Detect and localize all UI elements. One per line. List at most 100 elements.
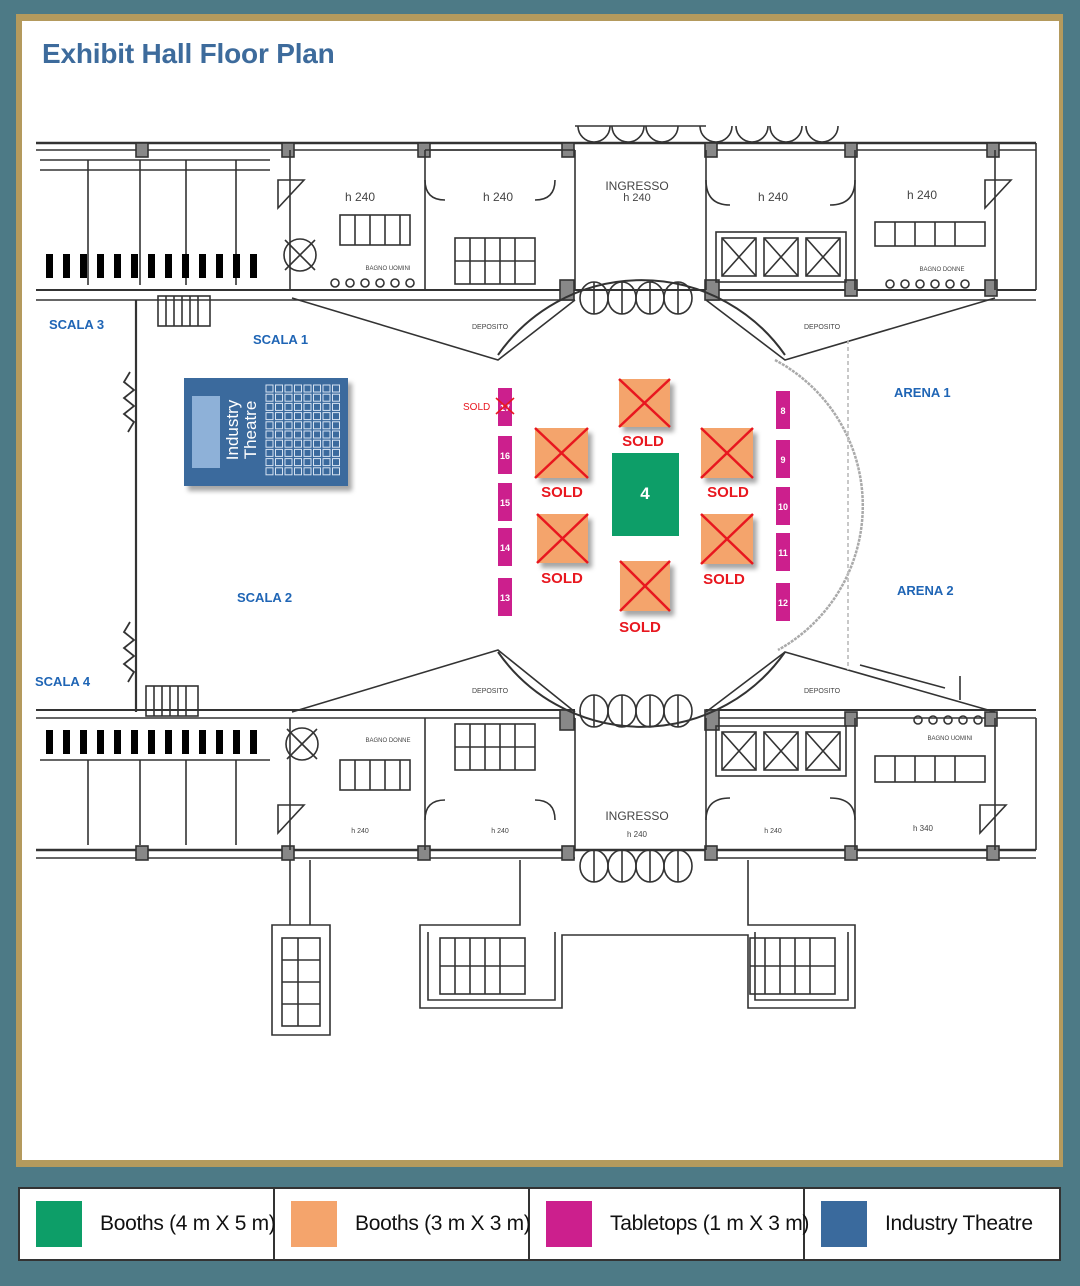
tabletop-number: 15 <box>500 498 510 508</box>
booth-3x3-lower-left[interactable]: SOLD <box>536 513 589 587</box>
tabletop-number: 12 <box>778 598 788 608</box>
theatre-seat <box>303 384 312 393</box>
tabletop-9[interactable]: 9 <box>776 440 790 478</box>
theatre-seat <box>332 430 340 439</box>
theatre-label-line-2: Theatre <box>241 401 260 460</box>
booth-4x5-4[interactable]: 4 <box>612 453 679 536</box>
theatre-seat <box>294 439 302 448</box>
sold-cross <box>536 513 589 564</box>
tabletop-box <box>776 533 790 571</box>
theatre-seat <box>265 421 274 430</box>
tabletop-number: 8 <box>780 406 785 416</box>
tabletop-15[interactable]: 15 <box>498 483 512 521</box>
deposito-label: DEPOSITO <box>804 688 841 695</box>
legend-label: Industry Theatre <box>885 1212 1033 1235</box>
theatre-seat <box>332 384 340 393</box>
theatre-seat <box>284 402 293 411</box>
sold-label: SOLD <box>703 571 745 588</box>
area-labels: SCALA 3 SCALA 1 SCALA 2 SCALA 4 ARENA 1 … <box>35 317 954 689</box>
theatre-seat <box>332 448 340 457</box>
theatre-seat <box>265 430 274 439</box>
legend-label: Booths (3 m X 3 m) <box>355 1212 531 1235</box>
booth-3x3-bottom[interactable]: SOLD <box>619 560 671 636</box>
room-height-label: h 240 <box>491 828 509 835</box>
tabletop-11[interactable]: 11 <box>776 533 790 571</box>
booth-3x3-upper-left[interactable]: SOLD <box>534 427 589 501</box>
sold-label: SOLD <box>707 484 749 501</box>
tabletop-14[interactable]: 14 <box>498 528 512 566</box>
theatre-seat <box>265 448 274 457</box>
booth-3x3-lower-right[interactable]: SOLD <box>700 513 754 588</box>
legend-item-tabletop: Tabletops (1 m X 3 m) <box>530 1189 809 1259</box>
tabletop-13[interactable]: 13 <box>498 578 512 616</box>
legend-label: Booths (4 m X 5 m) <box>100 1212 276 1235</box>
sold-label: SOLD <box>463 402 490 413</box>
theatre-seat <box>303 402 312 411</box>
legend-item-booth-large: Booths (4 m X 5 m) <box>20 1189 276 1259</box>
theatre-seat <box>332 412 340 421</box>
ingresso-top-height: h 240 <box>623 192 651 204</box>
area-label-scala-1: SCALA 1 <box>253 332 308 347</box>
deposito-label: DEPOSITO <box>472 324 509 331</box>
theatre-seat <box>275 430 283 439</box>
small-booths: SOLD SOLD SOLD SOLD SOLD <box>534 378 754 636</box>
theatre-seat <box>284 448 293 457</box>
theatre-seat <box>332 467 340 476</box>
theatre-seat <box>294 384 302 393</box>
sold-cross <box>619 560 671 612</box>
theatre-seating <box>265 384 340 476</box>
sold-label: SOLD <box>619 619 661 636</box>
booth-3x3-top[interactable]: SOLD <box>618 378 671 450</box>
room-height-label: h 340 <box>913 824 934 833</box>
area-label-scala-2: SCALA 2 <box>237 590 292 605</box>
restroom-label: BAGNO DONNE <box>919 267 964 273</box>
theatre-stage <box>192 396 220 468</box>
room-height-label: h 240 <box>907 188 937 202</box>
theatre-seat <box>322 458 331 467</box>
ingresso-bottom-height: h 240 <box>627 830 648 839</box>
theatre-seat <box>332 393 340 402</box>
theatre-seat <box>294 393 302 402</box>
theatre-seat <box>284 384 293 393</box>
tabletop-12[interactable]: 12 <box>776 583 790 621</box>
tabletop-box <box>498 436 512 474</box>
theatre-seat <box>265 393 274 402</box>
theatre-seat <box>284 458 293 467</box>
theatre-seat <box>322 439 331 448</box>
ingresso-bottom-label: INGRESSO <box>605 809 668 823</box>
theatre-seat <box>275 421 283 430</box>
theatre-seat <box>332 458 340 467</box>
theatre-seat <box>322 430 331 439</box>
blue-square-icon <box>821 1201 867 1247</box>
theatre-seat <box>303 448 312 457</box>
theatre-seat <box>332 402 340 411</box>
tabletop-box <box>498 578 512 616</box>
theatre-seat <box>303 412 312 421</box>
tabletop-box <box>776 391 790 429</box>
tabletop-box <box>498 528 512 566</box>
theatre-seat <box>265 458 274 467</box>
theatre-seat <box>313 458 321 467</box>
theatre-seat <box>303 430 312 439</box>
tabletop-8[interactable]: 8 <box>776 391 790 429</box>
tabletop-16[interactable]: 16 <box>498 436 512 474</box>
tabletop-10[interactable]: 10 <box>776 487 790 525</box>
deposito-label: DEPOSITO <box>472 688 509 695</box>
tabletop-number: 13 <box>500 593 510 603</box>
theatre-seat <box>303 393 312 402</box>
restroom-label: BAGNO DONNE <box>365 738 410 744</box>
sold-label: SOLD <box>541 484 583 501</box>
room-height-label: h 240 <box>345 190 375 204</box>
theatre-seat <box>275 467 283 476</box>
booth-3x3-upper-right[interactable]: SOLD <box>700 427 754 501</box>
theatre-details: Industry Theatre <box>192 384 340 476</box>
theatre-seat <box>322 448 331 457</box>
floor-plan-canvas <box>22 21 1059 1160</box>
theatre-seat <box>275 393 283 402</box>
ingresso-top-label: INGRESSO <box>605 179 668 193</box>
tabletop-17[interactable]: 17 SOLD <box>463 388 515 426</box>
room-height-label: h 240 <box>483 190 513 204</box>
theatre-seat <box>332 421 340 430</box>
deposito-label: DEPOSITO <box>804 324 841 331</box>
theatre-seat <box>294 467 302 476</box>
